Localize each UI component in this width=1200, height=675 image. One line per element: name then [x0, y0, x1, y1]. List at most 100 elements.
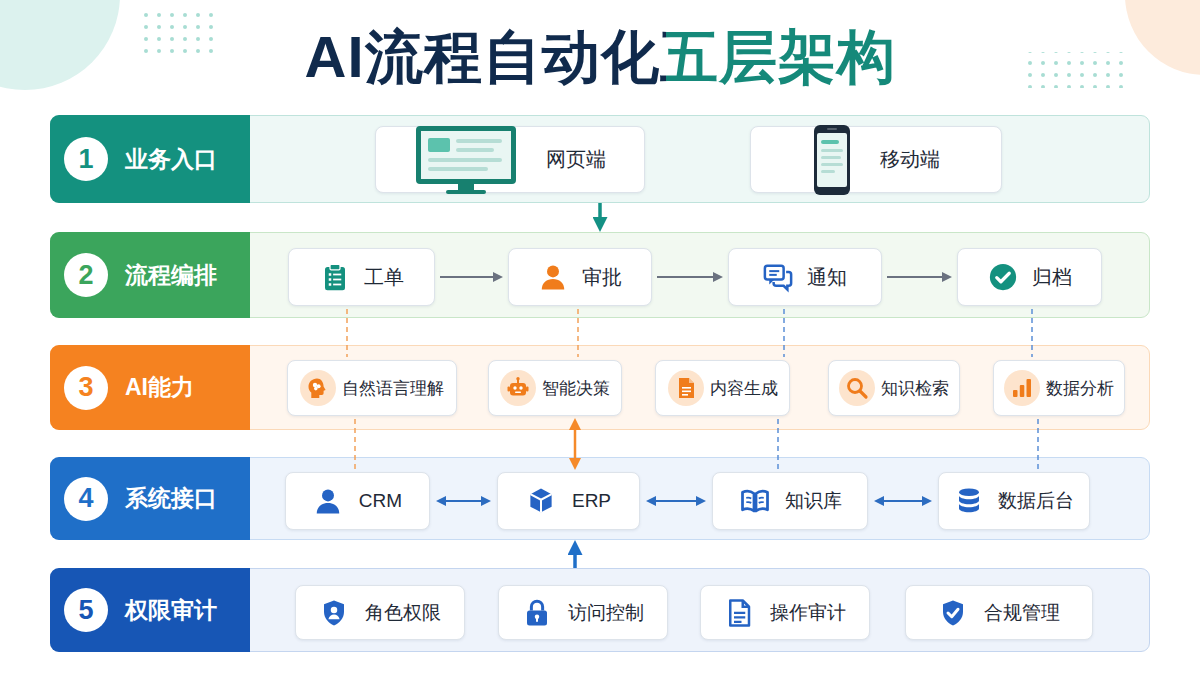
component-box: 审批 — [508, 248, 652, 306]
flow-arrow — [573, 548, 577, 569]
layer-label-panel: 4 系统接口 — [50, 457, 250, 540]
component-icon — [724, 598, 754, 628]
component-icon — [839, 370, 875, 406]
component-icon — [500, 370, 536, 406]
component-icon — [320, 262, 350, 292]
layer-name: 系统接口 — [125, 483, 217, 514]
component-icon — [1004, 370, 1040, 406]
layer-band: 1 业务入口 网页端 移动端 — [50, 115, 1150, 203]
component-box: 移动端 — [750, 126, 1002, 193]
layer-label-panel: 2流程编排 — [50, 232, 250, 318]
component-box: 知识检索 — [828, 360, 960, 416]
component-label: ERP — [572, 490, 611, 512]
dashed-link — [1037, 419, 1039, 469]
component-label: CRM — [359, 490, 402, 512]
component-label: 合规管理 — [984, 600, 1060, 626]
component-label: 网页端 — [546, 146, 606, 173]
component-label: 数据分析 — [1046, 377, 1114, 400]
layer-name: 权限审计 — [125, 595, 217, 626]
component-icon — [538, 262, 568, 292]
component-box: 合规管理 — [905, 585, 1093, 640]
layer-band: 2流程编排 工单 审批 通知 归档 — [50, 232, 1150, 318]
layer-number-badge: 3 — [64, 366, 108, 410]
component-box: 自然语言理解 — [287, 360, 457, 416]
component-label: 数据后台 — [998, 488, 1074, 514]
component-box: 内容生成 — [655, 360, 790, 416]
layer-band: 5 权限审计 角色权限 访问控制 操作审计 合规管理 — [50, 568, 1150, 652]
component-label: 知识检索 — [881, 377, 949, 400]
layer-number-badge: 1 — [64, 137, 108, 181]
component-icon — [414, 124, 518, 196]
dashed-link — [577, 309, 579, 357]
flow-arrow — [879, 500, 927, 502]
component-box: 工单 — [288, 248, 435, 306]
component-label: 操作审计 — [770, 600, 846, 626]
component-icon — [812, 123, 852, 197]
layer-band: 3 AI能力 自然语言理解 智能决策 内容生成 知识检索 数据分析 — [50, 345, 1150, 430]
layer-label-panel: 1 业务入口 — [50, 115, 250, 203]
layer-number: 4 — [78, 485, 93, 512]
component-icon — [938, 598, 968, 628]
dashed-link — [1031, 309, 1033, 357]
component-box: 知识库 — [712, 472, 868, 530]
component-box: 数据分析 — [993, 360, 1125, 416]
dashed-link — [354, 419, 356, 469]
component-label: 角色权限 — [365, 600, 441, 626]
component-label: 通知 — [807, 264, 847, 291]
layer-name: 业务入口 — [125, 144, 217, 175]
component-icon — [526, 486, 556, 516]
layer-label-panel: 3 AI能力 — [50, 345, 250, 430]
dot-grid — [140, 12, 218, 60]
component-icon — [668, 370, 704, 406]
layer-number: 1 — [78, 146, 93, 173]
component-box: 网页端 — [375, 126, 645, 193]
flow-arrow — [651, 500, 701, 502]
dashed-link — [783, 309, 785, 357]
corner-blob — [0, 0, 120, 90]
component-label: 访问控制 — [568, 600, 644, 626]
diagram-title: AI流程自动化五层架构 — [305, 24, 896, 89]
flow-arrow — [440, 276, 498, 278]
layer-number-badge: 4 — [64, 477, 108, 521]
component-box: 角色权限 — [295, 585, 465, 640]
layer-label-panel: 5 权限审计 — [50, 568, 250, 652]
component-icon — [763, 262, 793, 292]
component-icon — [954, 486, 984, 516]
component-icon — [313, 486, 343, 516]
component-box: 通知 — [728, 248, 882, 306]
component-icon — [739, 486, 771, 516]
component-label: 自然语言理解 — [342, 377, 444, 400]
layer-number: 2 — [78, 262, 93, 289]
component-label: 审批 — [582, 264, 622, 291]
flow-arrow — [441, 500, 486, 502]
corner-blob — [1125, 0, 1200, 75]
component-box: ERP — [497, 472, 640, 530]
component-icon — [522, 598, 552, 628]
layer-number-badge: 5 — [64, 588, 108, 632]
component-label: 工单 — [364, 264, 404, 291]
dashed-link — [777, 419, 779, 469]
component-box: 操作审计 — [700, 585, 870, 640]
dashed-link — [346, 309, 348, 357]
component-box: 数据后台 — [938, 472, 1090, 530]
component-label: 移动端 — [880, 146, 940, 173]
component-icon — [300, 370, 336, 406]
flow-arrow — [598, 203, 602, 225]
layer-name: AI能力 — [125, 372, 194, 403]
component-box: 智能决策 — [488, 360, 622, 416]
component-label: 知识库 — [785, 488, 842, 514]
flow-arrow — [574, 424, 577, 464]
component-icon — [319, 598, 349, 628]
layer-number: 3 — [78, 374, 93, 401]
flow-arrow — [887, 276, 947, 278]
layer-number-badge: 2 — [64, 253, 108, 297]
component-box: CRM — [285, 472, 430, 530]
component-label: 智能决策 — [542, 377, 610, 400]
component-label: 内容生成 — [710, 377, 778, 400]
component-label: 归档 — [1032, 264, 1072, 291]
title-bar: AI流程自动化五层架构 — [0, 22, 1200, 92]
component-box: 归档 — [957, 248, 1102, 306]
layer-number: 5 — [78, 597, 93, 624]
